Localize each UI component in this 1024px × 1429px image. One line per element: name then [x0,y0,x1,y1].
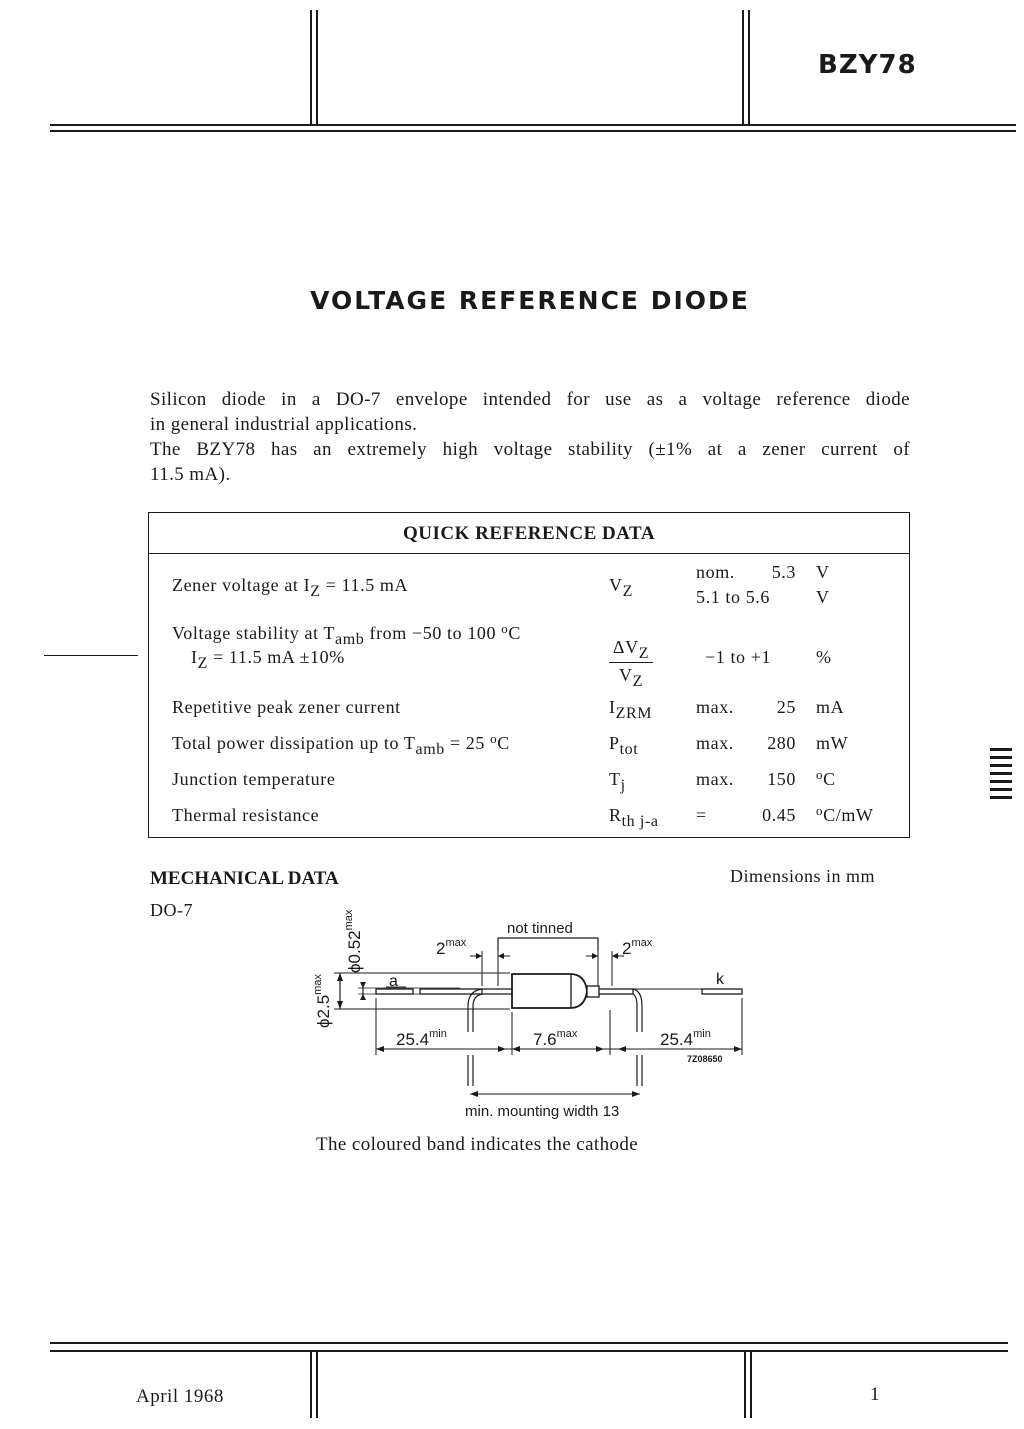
row-range: 5.1 to 5.6 [696,587,771,607]
row-description: Repetitive peak zener current [172,697,401,717]
row-unit: mW [816,733,849,753]
row-unit: % [816,647,832,667]
row-qualifier: max. [696,733,734,753]
table-row: Voltage stability at Tamb from −50 to 10… [149,621,909,690]
tinned-length-left-label: 2max [436,937,467,958]
quick-reference-heading: QUICK REFERENCE DATA [149,513,909,554]
intro-text: Silicon diode in a DO-7 envelope intende… [150,387,910,487]
intro-line: Silicon diode in a DO-7 envelope intende… [150,389,910,410]
lead-length-right-label: 25.4min [660,1028,711,1049]
mechanical-heading: MECHANICAL DATA [150,868,339,889]
intro-line: The BZY78 has an extremely high voltage … [150,439,910,460]
footer-divider-right-a [744,1352,746,1418]
footer-rule-top [50,1342,1008,1344]
not-tinned-label: not tinned [507,920,573,937]
row-qualifier: = [696,805,707,825]
table-row: Repetitive peak zener current IZRM max. … [149,697,909,723]
row-symbol: Rth j-a [609,805,659,830]
row-value: 5.3 [771,562,796,582]
row-description: Voltage stability at Tamb from −50 to 10… [172,621,521,648]
drawing-code: 7Z08650 [687,1054,723,1064]
row-unit: oC/mW [816,803,874,825]
package-outline-drawing: ϕ0.52max ϕ2.5max not tinned 2max 2max [312,909,743,1120]
row-description: Total power dissipation up to Tamb = 25 … [172,731,510,758]
dimensions-note: Dimensions in mm [730,866,876,886]
row-description: Junction temperature [172,769,336,789]
page-title: VOLTAGE REFERENCE DIODE [310,286,750,315]
footer-divider-right-b [750,1352,752,1418]
header-divider-right-b [748,10,750,126]
row-symbol: IZRM [609,697,653,722]
footer-divider-left-a [310,1352,312,1418]
mounting-width-label: min. mounting width 13 [465,1103,619,1120]
row-range: −1 to +1 [705,647,772,667]
margin-change-mark [44,655,138,656]
header-rule-bottom [50,130,1016,132]
header-divider-left-a [310,10,312,126]
row-value: 0.45 [762,805,796,825]
package-name: DO-7 [150,900,193,920]
table-row: Zener voltage at IZ = 11.5 mA VZ nom. 5.… [149,561,909,613]
footer-rule-bottom [50,1350,1008,1352]
anode-label: a [389,973,398,990]
row-unit: oC [816,767,836,789]
footer-date: April 1968 [136,1386,224,1407]
cathode-label: k [716,971,725,988]
footer-divider-left-b [316,1352,318,1418]
figure-caption: The coloured band indicates the cathode [316,1134,639,1155]
row-description-line2: IZ = 11.5 mA ±10% [191,647,345,672]
row-qualifier: max. [696,769,734,789]
page-number: 1 [870,1384,880,1405]
row-qualifier: nom. [696,562,735,582]
row-value: 280 [767,733,796,753]
row-unit: V [816,587,830,607]
row-symbol: VZ [609,575,633,600]
intro-line: 11.5 mA). [150,464,231,485]
row-unit: mA [816,697,845,717]
row-value: 25 [776,697,796,717]
row-symbol: Ptot [609,733,639,758]
row-value: 150 [767,769,796,789]
quick-reference-table: QUICK REFERENCE DATA Zener voltage at IZ… [148,512,910,838]
row-unit: V [816,562,830,582]
header-divider-right-a [742,10,744,126]
lead-diameter-label: ϕ0.52max [343,909,364,973]
row-symbol-fraction: ΔVZ VZ [609,637,653,690]
edge-index-mark [990,748,1012,799]
tinned-length-right-label: 2max [622,937,653,958]
body-diameter-label: ϕ2.5max [312,974,333,1028]
intro-line: in general industrial applications. [150,414,418,435]
header-rule-top [50,124,1016,126]
header-divider-left-b [316,10,318,126]
row-description: Zener voltage at IZ = 11.5 mA [172,575,409,600]
body-length-label: 7.6max [533,1028,578,1049]
row-symbol: Tj [609,769,626,794]
table-row: Junction temperature Tj max. 150 oC [149,767,909,795]
table-row: Thermal resistance Rth j-a = 0.45 oC/mW [149,803,909,831]
lead-length-left-label: 25.4min [396,1028,447,1049]
table-row: Total power dissipation up to Tamb = 25 … [149,731,909,759]
row-description: Thermal resistance [172,805,320,825]
part-number: BZY78 [818,50,917,80]
row-qualifier: max. [696,697,734,717]
